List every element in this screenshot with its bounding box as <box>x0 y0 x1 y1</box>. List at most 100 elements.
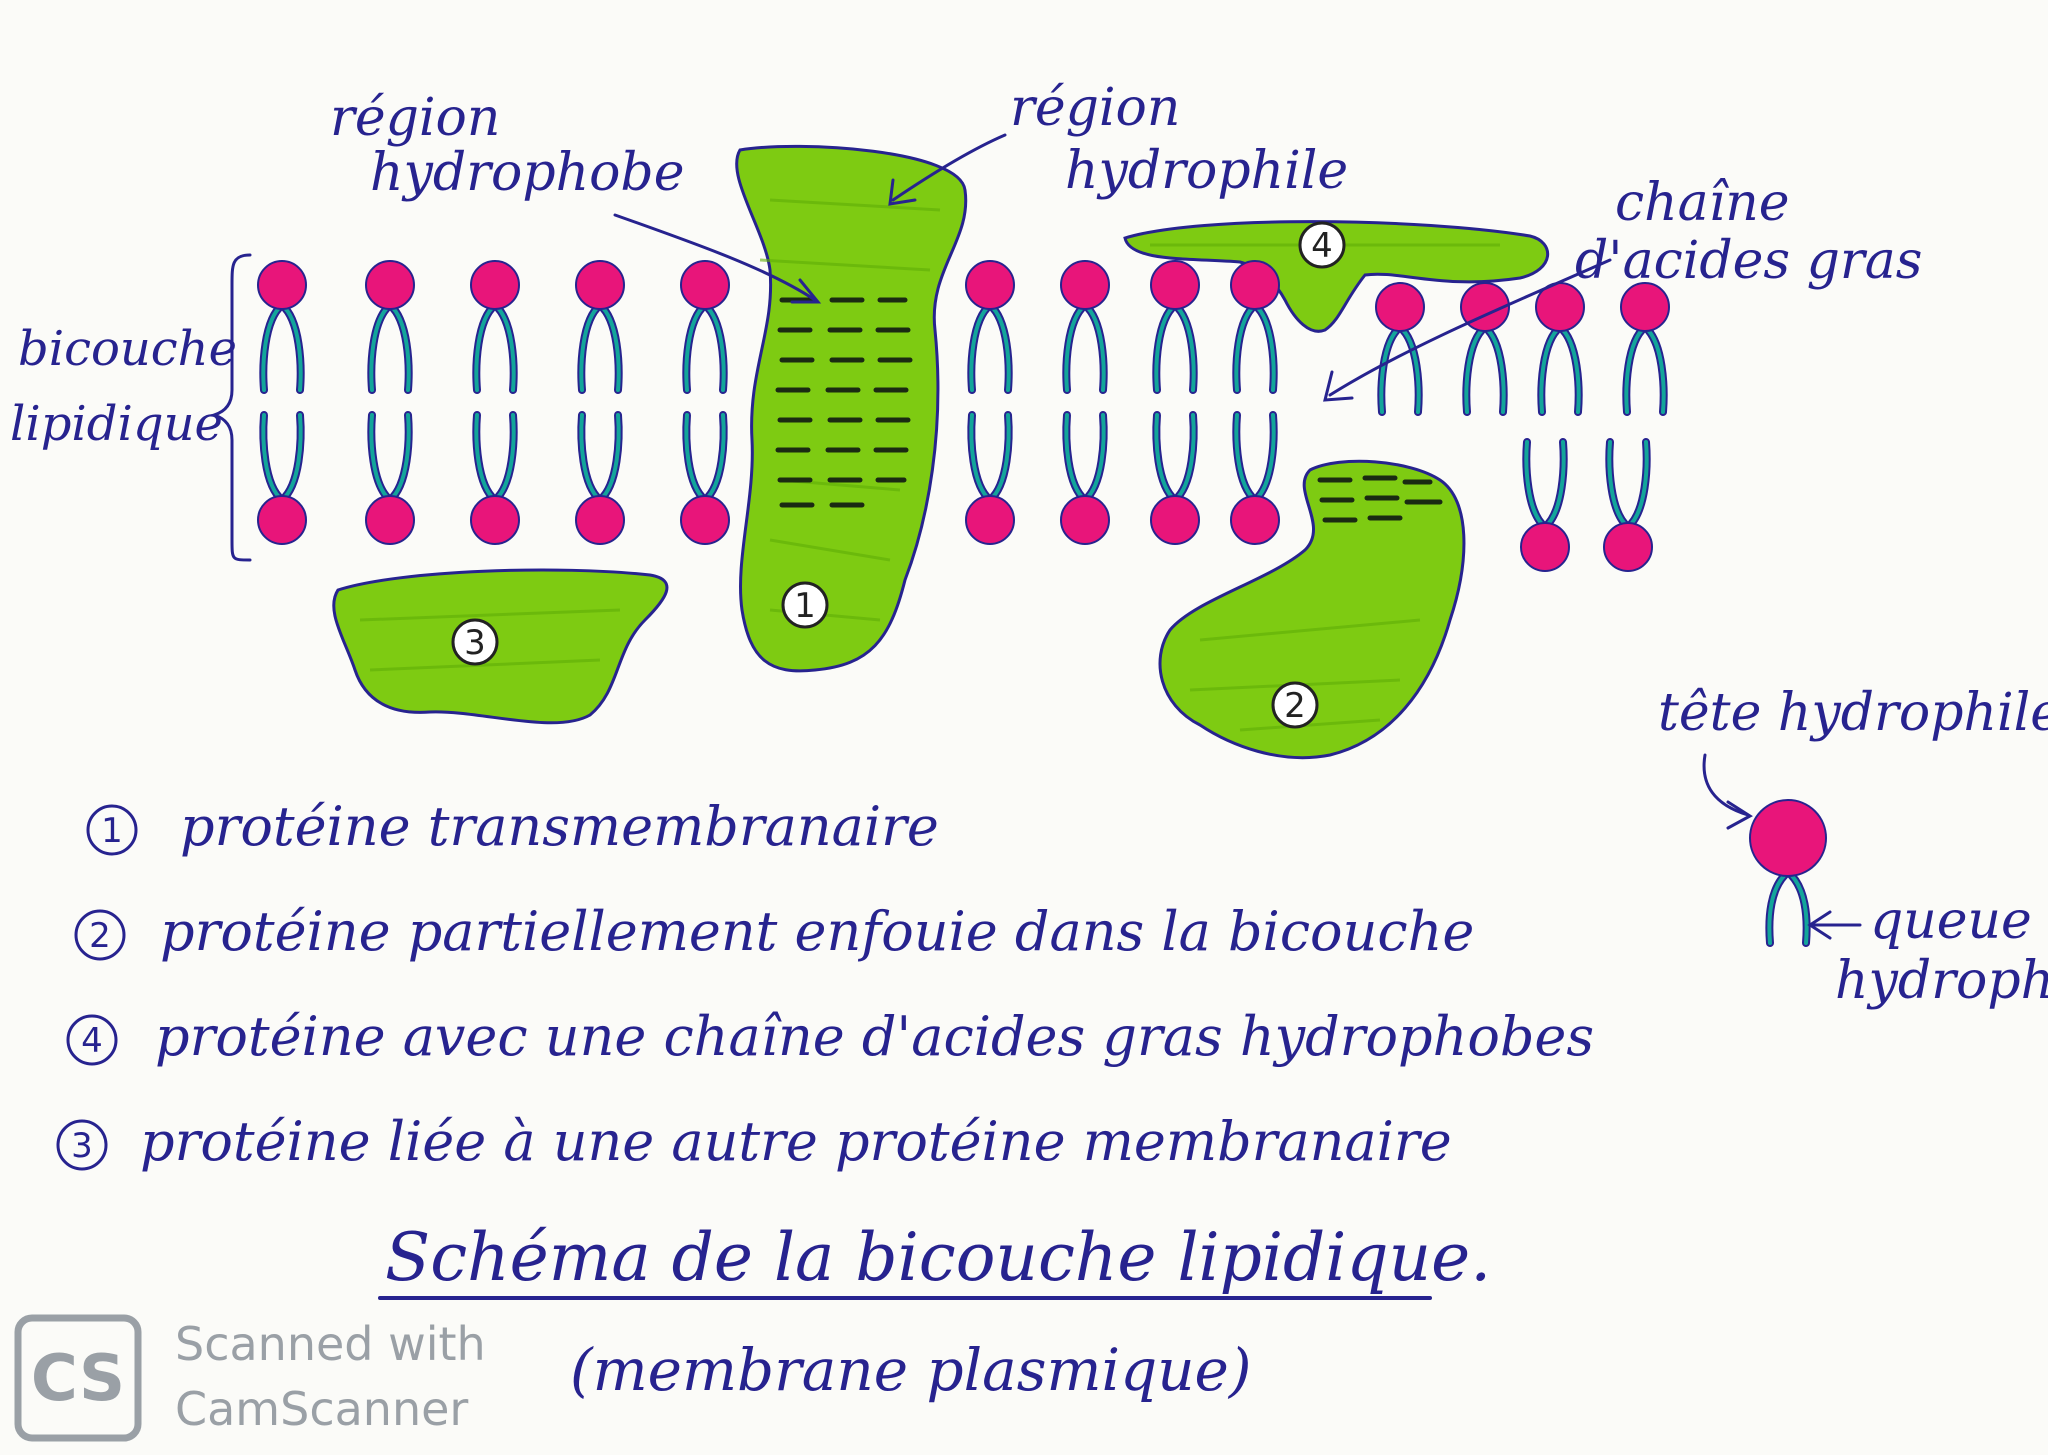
arrow-region-hydrophile <box>891 133 1007 202</box>
phospholipid <box>1520 438 1570 572</box>
hydrophilic-head <box>1060 495 1110 545</box>
phospholipid <box>1230 411 1280 545</box>
hydrophobic-tail <box>684 303 726 392</box>
phospholipid <box>1620 282 1670 416</box>
label-region-hydrophobe-1: région <box>330 88 500 148</box>
hydrophobic-tail <box>579 303 621 392</box>
hydrophobic-tail-outline <box>1232 301 1278 394</box>
phospholipid <box>1230 260 1280 394</box>
hydrophilic-head <box>1150 495 1200 545</box>
hydrophobic-tail <box>369 303 411 392</box>
hydrophobic-tail-outline <box>1152 301 1198 394</box>
phospholipid <box>1150 260 1200 394</box>
proteins <box>332 144 1549 760</box>
hydrophobic-tail <box>261 413 303 502</box>
phospholipid <box>470 260 520 394</box>
hydrophobic-tail-outline <box>577 301 623 394</box>
hydrophilic-head <box>470 495 520 545</box>
watermark-logo: CS <box>31 1342 125 1416</box>
hydrophobic-tail-outline <box>259 411 305 504</box>
hydrophobic-tail-outline <box>1522 438 1568 531</box>
phospholipid <box>1603 438 1653 572</box>
badge-protein-2-number: 2 <box>1284 686 1306 726</box>
badge-protein-1-number: 1 <box>794 586 816 626</box>
hydrophilic-head <box>1460 282 1510 332</box>
hydrophobic-tail <box>1234 303 1276 392</box>
hydrophilic-head <box>965 495 1015 545</box>
hydrophobic-tail-outline <box>1537 323 1583 416</box>
hydrophobic-tail-outline <box>472 301 518 394</box>
phospholipid <box>965 260 1015 394</box>
phospholipid-example <box>1749 799 1827 947</box>
badge-protein-3: 3 <box>451 618 499 666</box>
bilayer-brace <box>208 253 252 562</box>
legend-item-number: 4 <box>81 1021 103 1061</box>
hydrophobic-tail <box>969 413 1011 502</box>
hydrophobic-tail <box>474 303 516 392</box>
hydrophobic-tail-outline <box>682 411 728 504</box>
phospholipid <box>1150 411 1200 545</box>
diagram-subtitle: (membrane plasmique) <box>570 1336 1252 1404</box>
protein-3-bound <box>332 568 669 725</box>
hydrophilic-head <box>1749 799 1827 877</box>
arrow-region-hydrophile-head <box>888 178 917 206</box>
label-bicouche-1: bicouche <box>18 321 237 377</box>
hydrophobic-tail-outline <box>1062 411 1108 504</box>
arrow-tete-hydrophile <box>1702 753 1750 817</box>
hydrophobic-tail-outline <box>1605 438 1651 531</box>
hydrophobic-tail-outline <box>259 301 305 394</box>
hydrophilic-head <box>575 260 625 310</box>
diagram-labels: région hydrophobe région hydrophile chaî… <box>10 78 2048 1011</box>
legend-item-number: 3 <box>71 1126 93 1166</box>
hydrophobic-tail-outline <box>577 411 623 504</box>
hydrophobic-tail-outline <box>1377 323 1423 416</box>
badge-protein-1: 1 <box>781 581 829 629</box>
hydrophilic-head <box>680 260 730 310</box>
phospholipid <box>1749 799 1827 947</box>
label-queue-2: hydrophobe <box>1835 951 2048 1011</box>
hydrophilic-head <box>1603 522 1653 572</box>
hydrophobic-tail-outline <box>967 301 1013 394</box>
hydrophobic-tail <box>1064 303 1106 392</box>
hydrophobic-tail <box>1607 440 1649 529</box>
hydrophobic-tail-outline <box>1462 323 1508 416</box>
protein-badges: 1 2 3 4 <box>451 221 1346 729</box>
badge-protein-2: 2 <box>1271 681 1319 729</box>
hydrophilic-head <box>1375 282 1425 332</box>
hydrophobic-tail <box>474 413 516 502</box>
phospholipid <box>1535 282 1585 416</box>
hydrophobic-tail <box>261 303 303 392</box>
hydrophobic-tail <box>1624 325 1666 414</box>
hydrophilic-head <box>1230 495 1280 545</box>
phospholipid <box>575 260 625 394</box>
arrow-region-hydrophobe-head <box>790 278 822 304</box>
phospholipid <box>257 411 307 545</box>
phospholipid <box>1460 282 1510 416</box>
hydrophobic-tail <box>1539 325 1581 414</box>
legend: 1 protéine transmembranaire 2 protéine p… <box>56 795 1594 1173</box>
phospholipid <box>257 260 307 394</box>
legend-item-number: 2 <box>89 916 111 956</box>
phospholipid <box>680 260 730 394</box>
label-chaine-2: d'acides gras <box>1575 231 1922 291</box>
hydrophobic-tail <box>1154 413 1196 502</box>
hydrophobic-tail <box>1154 303 1196 392</box>
hydrophobic-tail-outline <box>1765 868 1811 947</box>
hydrophilic-head <box>257 260 307 310</box>
hydrophobic-tail-outline <box>367 301 413 394</box>
hydrophobic-tail <box>579 413 621 502</box>
hydrophobic-tail-outline <box>1152 411 1198 504</box>
hydrophobic-tail-outline <box>1062 301 1108 394</box>
legend-item: 1 protéine transmembranaire <box>86 795 939 858</box>
badge-protein-4: 4 <box>1298 221 1346 269</box>
hydrophobic-tail <box>369 413 411 502</box>
hydrophobic-tail-outline <box>1622 323 1668 416</box>
hydrophilic-head <box>575 495 625 545</box>
legend-item-text: protéine liée à une autre protéine membr… <box>140 1110 1452 1173</box>
hydrophobic-tail <box>1234 413 1276 502</box>
hydrophobic-tail <box>684 413 726 502</box>
hydrophobic-tail <box>1464 325 1506 414</box>
phospholipid <box>365 411 415 545</box>
